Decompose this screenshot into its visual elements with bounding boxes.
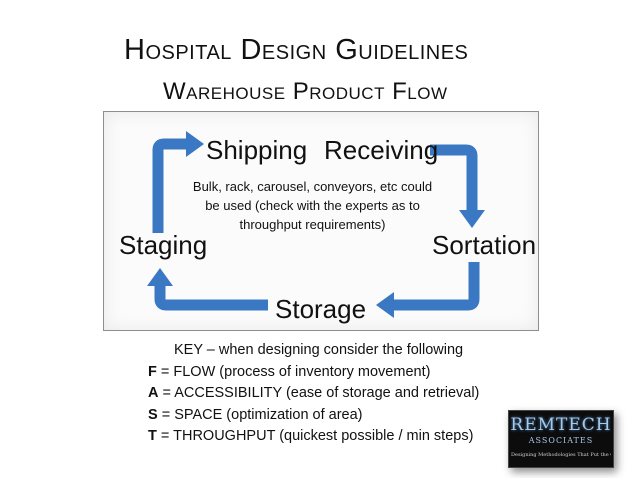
key-item-flow: F = FLOW (process of inventory movement) (148, 362, 479, 384)
logo-name: REMTECH (510, 415, 612, 435)
node-shipping: Shipping (206, 135, 308, 165)
node-sortation: Sortation (432, 230, 537, 260)
arrow-receiving-to-sortation (430, 144, 478, 212)
arrowhead-sortation-to-storage (376, 292, 394, 318)
key-letter: A (148, 385, 159, 401)
arrow-sortation-to-storage (392, 262, 480, 311)
diagram-note: Bulk, rack, carousel, conveyors, etc cou… (192, 179, 433, 232)
key-letter: S (148, 406, 158, 423)
page-title: Hospital Design Guidelines (124, 34, 469, 66)
key-text: = FLOW (process of inventory movement) (156, 363, 431, 380)
arrow-staging-to-shipping (152, 138, 188, 233)
node-receiving: Receiving (324, 135, 439, 165)
key-letter: T (148, 428, 157, 444)
key-item-throughput: T = THROUGHPUT (quickest possible / min … (148, 426, 479, 448)
node-staging: Staging (119, 230, 208, 260)
logo-sub: ASSOCIATES (528, 436, 594, 445)
arrowhead-receiving-to-sortation (459, 210, 485, 228)
arrow-storage-to-staging (154, 284, 268, 311)
key-text: = THROUGHPUT (quickest possible / min st… (156, 428, 474, 444)
key-item-space: S = SPACE (optimization of area) (148, 405, 479, 427)
key-text: = ACCESSIBILITY (ease of storage and ret… (158, 385, 480, 401)
remtech-logo: REMTECH ASSOCIATES Designing Methodologi… (508, 410, 614, 468)
page-subtitle: Warehouse Product Flow (163, 78, 448, 105)
node-storage: Storage (275, 294, 367, 324)
arrowhead-staging-to-shipping (186, 131, 204, 157)
arrowhead-storage-to-staging (147, 268, 173, 286)
key-item-accessibility: A = ACCESSIBILITY (ease of storage and r… (148, 383, 479, 405)
key-text: = SPACE (optimization of area) (157, 406, 363, 423)
key-legend: KEY – when designing consider the follow… (148, 340, 479, 448)
logo-tagline: Designing Methodologies That Put the Cli… (511, 452, 611, 458)
key-letter: F (148, 363, 157, 380)
key-heading: KEY – when designing consider the follow… (174, 342, 464, 358)
